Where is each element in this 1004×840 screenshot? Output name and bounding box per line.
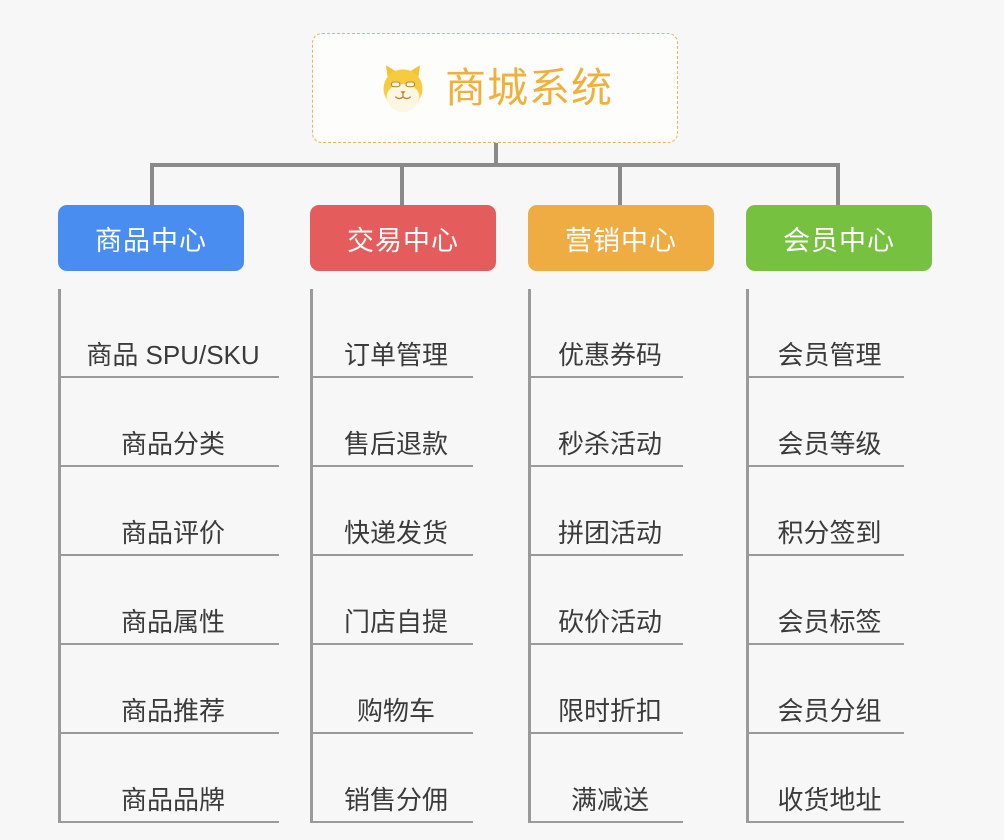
list-item[interactable]: 商品分类 [61,378,279,467]
list-item[interactable]: 会员等级 [749,378,904,467]
category-item-list-product: 商品 SPU/SKU 商品分类 商品评价 商品属性 商品推荐 商品品牌 [58,289,286,823]
category-header-label: 营销中心 [565,225,677,256]
shiba-dog-icon [383,65,423,113]
list-item-label: 拼团活动 [557,518,662,549]
list-item[interactable]: 售后退款 [313,378,473,467]
list-item[interactable]: 商品品牌 [61,734,279,823]
connector-drop-1 [150,163,154,205]
list-item[interactable]: 积分签到 [749,467,904,556]
list-item-label: 商品 SPU/SKU [86,340,260,371]
list-item[interactable]: 满减送 [531,734,683,823]
list-item-label: 限时折扣 [557,696,662,727]
category-item-list-transaction: 订单管理 售后退款 快递发货 门店自提 购物车 销售分佣 [310,289,506,823]
root-node-title: 商城系统 [445,64,613,111]
list-item[interactable]: 会员管理 [749,289,904,378]
list-item[interactable]: 商品 SPU/SKU [61,289,279,378]
list-item[interactable]: 购物车 [313,645,473,734]
connector-drop-3 [618,163,622,205]
category-item-list-member: 会员管理 会员等级 积分签到 会员标签 会员分组 收货地址 [746,289,942,823]
list-item-label: 砍价活动 [557,607,662,638]
list-item[interactable]: 门店自提 [313,556,473,645]
list-item[interactable]: 收货地址 [749,734,904,823]
list-item-label: 会员分组 [777,696,882,727]
list-item[interactable]: 限时折扣 [531,645,683,734]
list-item[interactable]: 优惠券码 [531,289,683,378]
list-item-label: 优惠券码 [557,340,662,371]
category-item-list-marketing: 优惠券码 秒杀活动 拼团活动 砍价活动 限时折扣 满减送 [528,289,724,823]
list-item[interactable]: 商品评价 [61,467,279,556]
list-item-label: 销售分佣 [343,785,448,816]
list-item-label: 会员管理 [777,340,882,371]
connector-drop-2 [400,163,404,205]
connector-drop-4 [836,163,840,205]
list-item[interactable]: 会员分组 [749,645,904,734]
category-header-marketing[interactable]: 营销中心 [528,205,714,271]
category-header-label: 交易中心 [347,225,459,256]
category-header-member[interactable]: 会员中心 [746,205,932,271]
category-header-label: 商品中心 [95,225,207,256]
list-item-label: 商品品牌 [120,785,225,816]
list-item-label: 订单管理 [343,340,448,371]
list-item[interactable]: 拼团活动 [531,467,683,556]
category-column-marketing: 营销中心 优惠券码 秒杀活动 拼团活动 砍价活动 限时折扣 [528,205,724,823]
list-item-label: 会员等级 [777,429,882,460]
list-item-label: 售后退款 [343,429,448,460]
list-item[interactable]: 快递发货 [313,467,473,556]
list-item-label: 会员标签 [777,607,882,638]
list-item[interactable]: 秒杀活动 [531,378,683,467]
list-item-label: 商品推荐 [120,696,225,727]
list-item[interactable]: 销售分佣 [313,734,473,823]
list-item-label: 商品属性 [120,607,225,638]
category-header-transaction[interactable]: 交易中心 [310,205,496,271]
list-item-label: 秒杀活动 [557,429,662,460]
connector-root-stem [494,143,498,165]
category-column-transaction: 交易中心 订单管理 售后退款 快递发货 门店自提 购物车 [310,205,506,823]
list-item-label: 门店自提 [343,607,448,638]
category-header-product[interactable]: 商品中心 [58,205,244,271]
list-item[interactable]: 砍价活动 [531,556,683,645]
list-item[interactable]: 商品推荐 [61,645,279,734]
list-item[interactable]: 商品属性 [61,556,279,645]
list-item-label: 购物车 [356,696,435,727]
category-column-product: 商品中心 商品 SPU/SKU 商品分类 商品评价 商品属性 商品推荐 [58,205,286,823]
category-header-label: 会员中心 [783,225,895,256]
list-item-label: 积分签到 [777,518,882,549]
list-item-label: 收货地址 [777,785,882,816]
list-item-label: 快递发货 [343,518,448,549]
list-item[interactable]: 订单管理 [313,289,473,378]
root-node-card[interactable]: 商城系统 [312,33,678,143]
list-item-label: 商品评价 [120,518,225,549]
category-column-member: 会员中心 会员管理 会员等级 积分签到 会员标签 会员分组 [746,205,942,823]
list-item[interactable]: 会员标签 [749,556,904,645]
list-item-label: 商品分类 [120,429,225,460]
list-item-label: 满减送 [570,785,649,816]
connector-horizontal-bus [150,163,840,167]
